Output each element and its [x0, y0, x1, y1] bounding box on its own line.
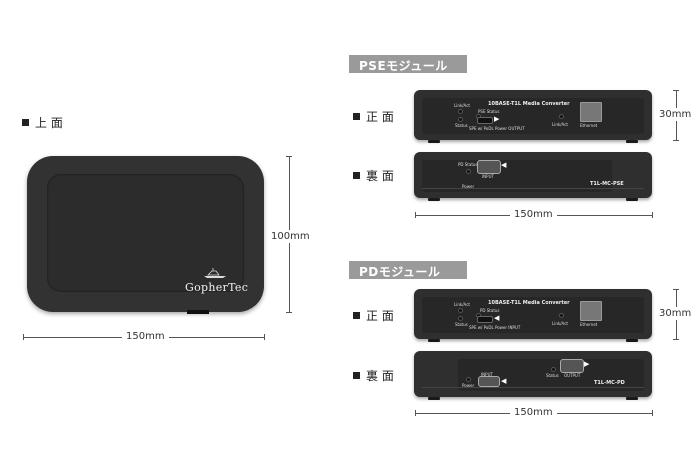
top-view-label: 上 面 [22, 114, 63, 131]
pse-front-label-text: 正 面 [366, 110, 394, 124]
pse-status2-led [458, 117, 463, 122]
pse-front-linkact-label: Link/Act [454, 103, 470, 108]
panel-foot [626, 140, 638, 143]
pse-back-pd-led [466, 169, 471, 174]
pd-back-status-led [551, 367, 556, 372]
bullet-square-icon [353, 113, 360, 120]
panel-foot [626, 339, 638, 342]
side-port [187, 310, 209, 314]
pd-input-label: INPUT [481, 372, 493, 377]
panel-foot [428, 140, 440, 143]
pse-linkact-led [458, 109, 463, 114]
pd-back-label-text: 裏 面 [366, 369, 394, 383]
pse-front-title: 10BASE-T1L Media Converter [488, 101, 570, 107]
pd-front-status-label: Status [455, 322, 468, 327]
pd-front-label: 正 面 [353, 307, 394, 324]
pse-back-pdstatus-label: PD Status [458, 162, 478, 167]
dim-tick [286, 312, 292, 313]
pse-linkact2-led [559, 114, 564, 119]
pse-front-face [422, 98, 644, 134]
pd-input-port [478, 376, 500, 387]
arrow-left-icon: ◀ [494, 314, 500, 322]
bullet-square-icon [22, 119, 29, 126]
ship-logo-icon [204, 268, 226, 278]
pse-back-face [422, 160, 612, 192]
panel-foot [428, 339, 440, 342]
pse-front-panel: 10BASE-T1L Media Converter Link/Act PSE … [414, 90, 652, 143]
panel-stripe [422, 188, 644, 189]
pd-back-label: 裏 面 [353, 367, 394, 384]
pse-input-port [477, 160, 501, 174]
pd-spe-connector [477, 316, 493, 323]
pd-linkact2-led [559, 313, 564, 318]
pd-back-status-label: Status [546, 373, 559, 378]
pd-front-panel: 10BASE-T1L Media Converter Link/Act PD S… [414, 289, 652, 342]
pd-back-power-label: Power [462, 383, 475, 388]
top-width-dimension: 150mm [122, 331, 169, 342]
pse-back-panel: PD Status Power ◀ INPUT T1L-MC-PSE [414, 152, 652, 201]
pd-section-title: PDモジュール [349, 261, 467, 279]
arrow-left-icon: ◀ [501, 161, 507, 169]
panel-stripe [422, 387, 644, 388]
pse-input-label: INPUT [482, 174, 494, 179]
dim-tick [652, 212, 653, 218]
pd-output-label: OUTPUT [564, 373, 581, 378]
pse-back-power-label: Power [462, 184, 475, 189]
brand-logo: GopherTec [185, 264, 249, 294]
bullet-square-icon [353, 312, 360, 319]
pse-section-title: PSEモジュール [349, 55, 467, 73]
pd-status2-led [458, 316, 463, 321]
pse-ethernet-label: Ethernet [580, 123, 598, 128]
pd-height-dimension: 30mm [659, 307, 692, 320]
pd-width-dimension: 150mm [510, 407, 557, 418]
pd-back-panel: Power ◀ INPUT Status ▶ OUTPUT T1L-MC-PD [414, 351, 652, 400]
top-view-label-text: 上 面 [35, 116, 63, 130]
pd-back-power-led [466, 377, 471, 382]
pse-front-status-label: Status [455, 123, 468, 128]
pse-status-label: PSE Status [478, 109, 500, 114]
pd-front-linkact-label: Link/Act [454, 302, 470, 307]
pd-ethernet-label: Ethernet [580, 322, 598, 327]
pse-back-label-text: 裏 面 [366, 169, 394, 183]
pse-back-label: 裏 面 [353, 167, 394, 184]
dim-tick [673, 339, 679, 340]
panel-foot [428, 397, 440, 400]
pd-spe-text: SPE w/ PoDL Power INPUT [469, 325, 521, 330]
arrow-right-icon: ▶ [584, 360, 590, 368]
bullet-square-icon [353, 172, 360, 179]
pd-front-face [422, 297, 644, 333]
top-height-dimension: 100mm [271, 230, 310, 243]
pse-height-dimension: 30mm [659, 108, 692, 121]
panel-foot [626, 198, 638, 201]
bullet-square-icon [353, 372, 360, 379]
pse-spe-text: SPE w/ PoDL Power OUTPUT [469, 126, 525, 131]
pd-output-port [560, 359, 584, 373]
pse-width-dimension: 150mm [510, 209, 557, 220]
pd-linkact-led [458, 308, 463, 313]
panel-foot [626, 397, 638, 400]
panel-foot [428, 198, 440, 201]
arrow-left-icon: ◀ [501, 377, 507, 385]
pd-status-label: PD Status [480, 308, 500, 313]
dim-tick [652, 410, 653, 416]
pd-ethernet-port [580, 301, 602, 321]
pd-front-title: 10BASE-T1L Media Converter [488, 300, 570, 306]
pd-front-label-text: 正 面 [366, 309, 394, 323]
pse-front-label: 正 面 [353, 108, 394, 125]
pse-front-linkact2-label: Link/Act [552, 122, 568, 127]
device-top-view: GopherTec [27, 156, 264, 314]
brand-name: GopherTec [185, 281, 249, 294]
pse-model-label: T1L-MC-PSE [590, 181, 624, 187]
pse-ethernet-port [580, 102, 602, 122]
pd-model-label: T1L-MC-PD [594, 380, 625, 386]
dim-tick [264, 334, 265, 340]
pd-front-linkact2-label: Link/Act [552, 321, 568, 326]
pse-spe-connector [477, 117, 493, 124]
arrow-right-icon: ▶ [494, 115, 500, 123]
dim-tick [673, 140, 679, 141]
